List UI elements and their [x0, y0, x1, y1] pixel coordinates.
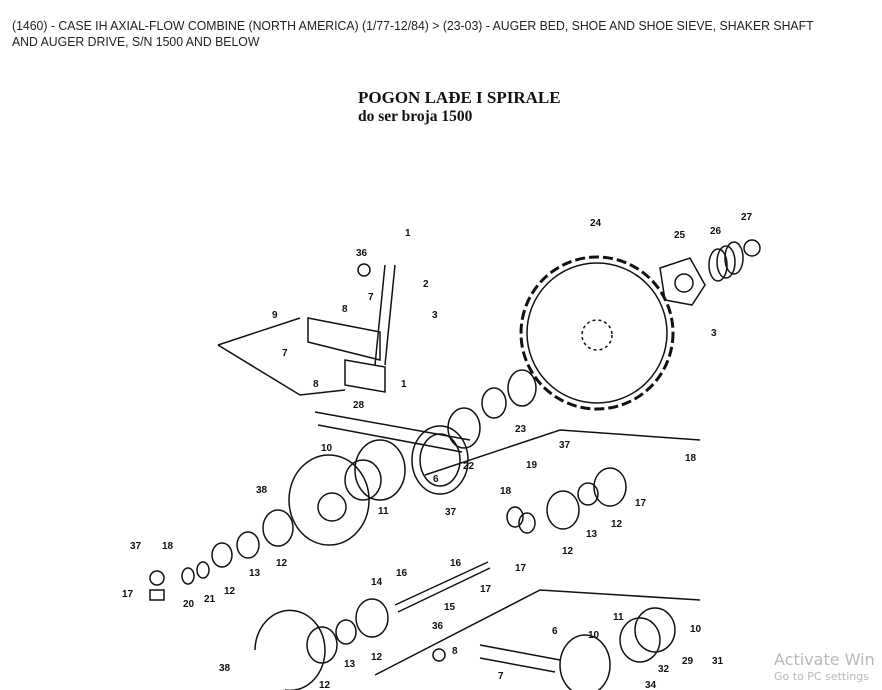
diagram-drawing [149, 239, 761, 690]
callout: 12 [319, 680, 331, 690]
callout: 18 [685, 453, 697, 464]
callout: 3 [711, 328, 717, 339]
callout: 36 [432, 621, 444, 632]
callout: 13 [249, 568, 261, 579]
callout: 11 [378, 506, 389, 517]
callout: 12 [562, 546, 574, 557]
breadcrumb: (1460) - CASE IH AXIAL-FLOW COMBINE (NOR… [12, 18, 814, 49]
callout: 2 [423, 279, 429, 290]
callout: 37 [445, 507, 457, 518]
callout: 14 [371, 577, 383, 588]
callout: 37 [559, 440, 571, 451]
callout: 1 [405, 228, 411, 239]
callout: 13 [586, 529, 598, 540]
callout: 12 [371, 652, 383, 663]
callout: 17 [635, 498, 647, 509]
callout: 12 [224, 586, 236, 597]
callout: 38 [256, 485, 268, 496]
callout: 17 [515, 563, 527, 574]
watermark-line-1: Activate Win [774, 650, 875, 669]
callout: 7 [498, 671, 504, 682]
callout: 7 [368, 292, 374, 303]
callout: 31 [712, 656, 724, 667]
callout: 6 [552, 626, 558, 637]
callout: 10 [588, 630, 600, 641]
callout: 8 [313, 379, 319, 390]
callout: 3 [432, 310, 438, 321]
callout: 8 [342, 304, 348, 315]
callout: 15 [444, 602, 456, 613]
callout: 24 [590, 218, 602, 229]
callout: 11 [613, 612, 624, 623]
callout: 37 [130, 541, 142, 552]
callout: 10 [690, 624, 702, 635]
callout: 16 [450, 558, 462, 569]
watermark-line-2: Go to PC settings [774, 670, 869, 683]
callout: 17 [480, 584, 492, 595]
callout: 28 [353, 400, 365, 411]
callout: 9 [272, 310, 278, 321]
callout: 6 [433, 474, 439, 485]
callout: 26 [710, 226, 722, 237]
callout: 18 [500, 486, 512, 497]
callout: 22 [463, 461, 475, 472]
callout: 10 [321, 443, 333, 454]
callout: 20 [183, 599, 195, 610]
callout: 29 [682, 656, 694, 667]
callout: 21 [204, 594, 216, 605]
callout: 23 [515, 424, 527, 435]
diagram-subtitle: do ser broja 1500 [358, 108, 473, 125]
callout: 19 [526, 460, 538, 471]
callout: 34 [645, 680, 657, 690]
callout: 38 [219, 663, 231, 674]
diagram-title: POGON LAĐE I SPIRALE [358, 88, 561, 107]
callout: 7 [282, 348, 288, 359]
callout: 36 [356, 248, 368, 259]
callout: 13 [344, 659, 356, 670]
activation-watermark: Activate Win Go to PC settings [774, 650, 875, 684]
callout-labels: 36 1 2 9 8 7 3 7 8 1 28 24 25 26 27 3 23… [122, 212, 753, 690]
callout: 1 [401, 379, 407, 390]
callout: 8 [452, 646, 458, 657]
callout: 32 [658, 664, 670, 675]
callout: 25 [674, 230, 686, 241]
callout: 16 [396, 568, 408, 579]
callout: 12 [276, 558, 288, 569]
callout: 12 [611, 519, 623, 530]
callout: 18 [162, 541, 174, 552]
callout: 17 [122, 589, 134, 600]
callout: 27 [741, 212, 753, 223]
